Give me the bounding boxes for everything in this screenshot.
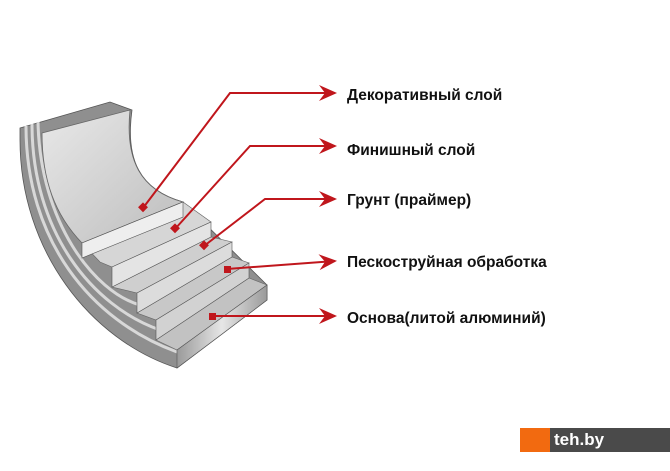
sandblast-layer-front (155, 262, 250, 341)
dot-base (209, 313, 216, 320)
arrow-decorative (142, 85, 337, 209)
arrow-sandblast (226, 254, 337, 271)
watermark-text: teh.by (550, 428, 670, 452)
base-layer-front (176, 284, 268, 369)
decorative-layer-front (81, 201, 184, 259)
dot-primer (199, 240, 209, 251)
pan-layer-edges (24, 121, 178, 354)
label-primer-layer: Грунт (праймер) (347, 192, 472, 209)
label-sandblast-layer: Пескоструйная обработка (347, 254, 547, 271)
label-base-layer: Основа(литой алюминий) (347, 310, 546, 327)
dot-finish (170, 223, 180, 234)
primer-layer-front (136, 241, 233, 314)
label-decorative-layer: Декоративный слой (347, 87, 503, 104)
dot-sandblast (224, 266, 231, 273)
brand-logo-mark (520, 428, 550, 452)
arrow-primer (203, 191, 337, 247)
dot-decorative (138, 202, 148, 213)
label-finish-layer: Финишный слой (347, 142, 476, 159)
watermark-badge: teh.by (520, 428, 670, 452)
arrow-finish (174, 138, 337, 230)
finish-layer-front (111, 221, 212, 288)
